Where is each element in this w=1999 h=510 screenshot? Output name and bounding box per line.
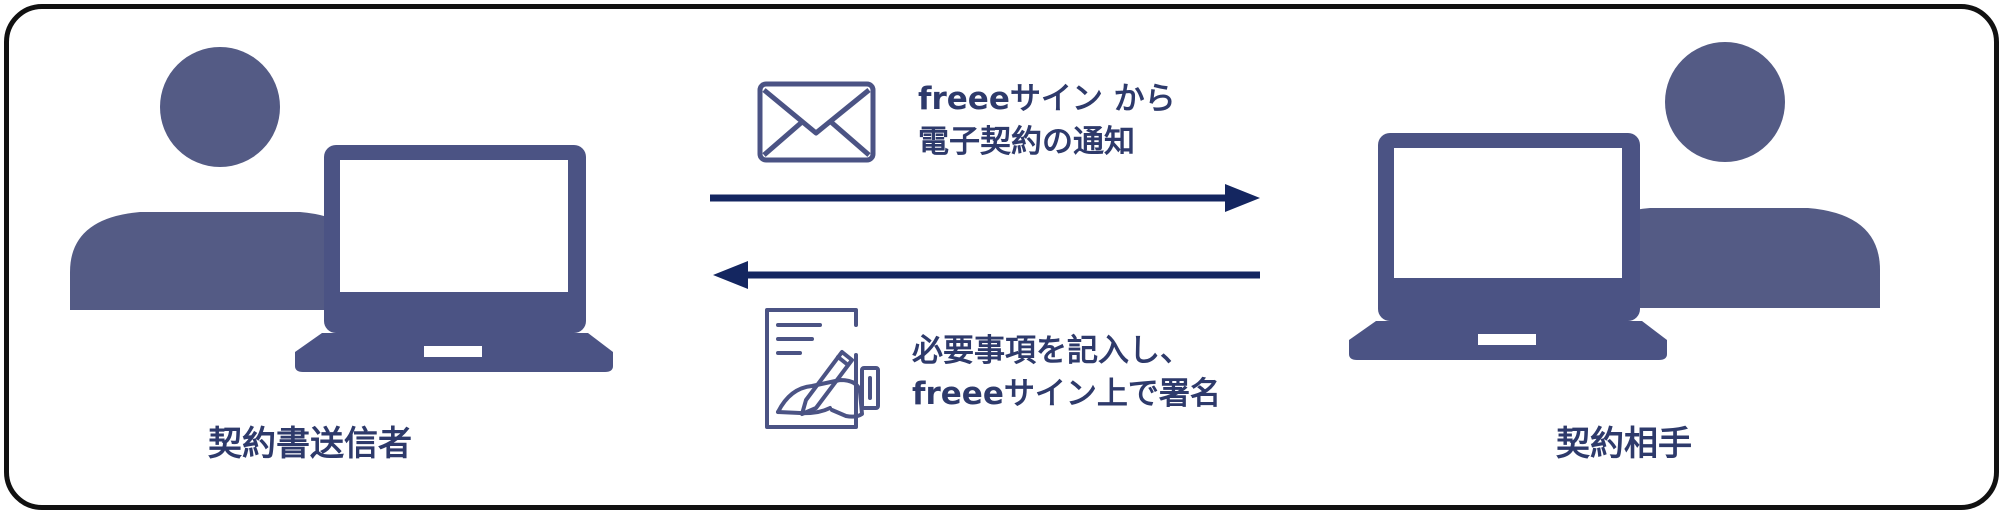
backward-message-line-1: 必要事項を記入し、 xyxy=(912,333,1191,369)
forward-arrow xyxy=(710,184,1260,212)
recipient-person-icon xyxy=(1580,42,1880,308)
forward-message-line-2: 電子契約の通知 xyxy=(918,124,1135,160)
sender-label: 契約書送信者 xyxy=(208,424,412,464)
recipient-label: 契約相手 xyxy=(1556,424,1692,464)
backward-message-line-2: freeeサイン上で署名 xyxy=(912,376,1221,412)
recipient-laptop-icon xyxy=(1349,133,1667,360)
backward-message: 必要事項を記入し、 freeeサイン上で署名 xyxy=(912,330,1221,416)
sender-person-icon xyxy=(70,47,370,310)
backward-arrow xyxy=(713,261,1260,289)
signing-document-icon xyxy=(765,308,880,429)
forward-message-line-1: freeeサイン から xyxy=(918,81,1176,117)
sender-laptop-icon xyxy=(295,145,613,372)
forward-message: freeeサイン から 電子契約の通知 xyxy=(918,78,1176,164)
envelope-icon xyxy=(757,81,876,163)
